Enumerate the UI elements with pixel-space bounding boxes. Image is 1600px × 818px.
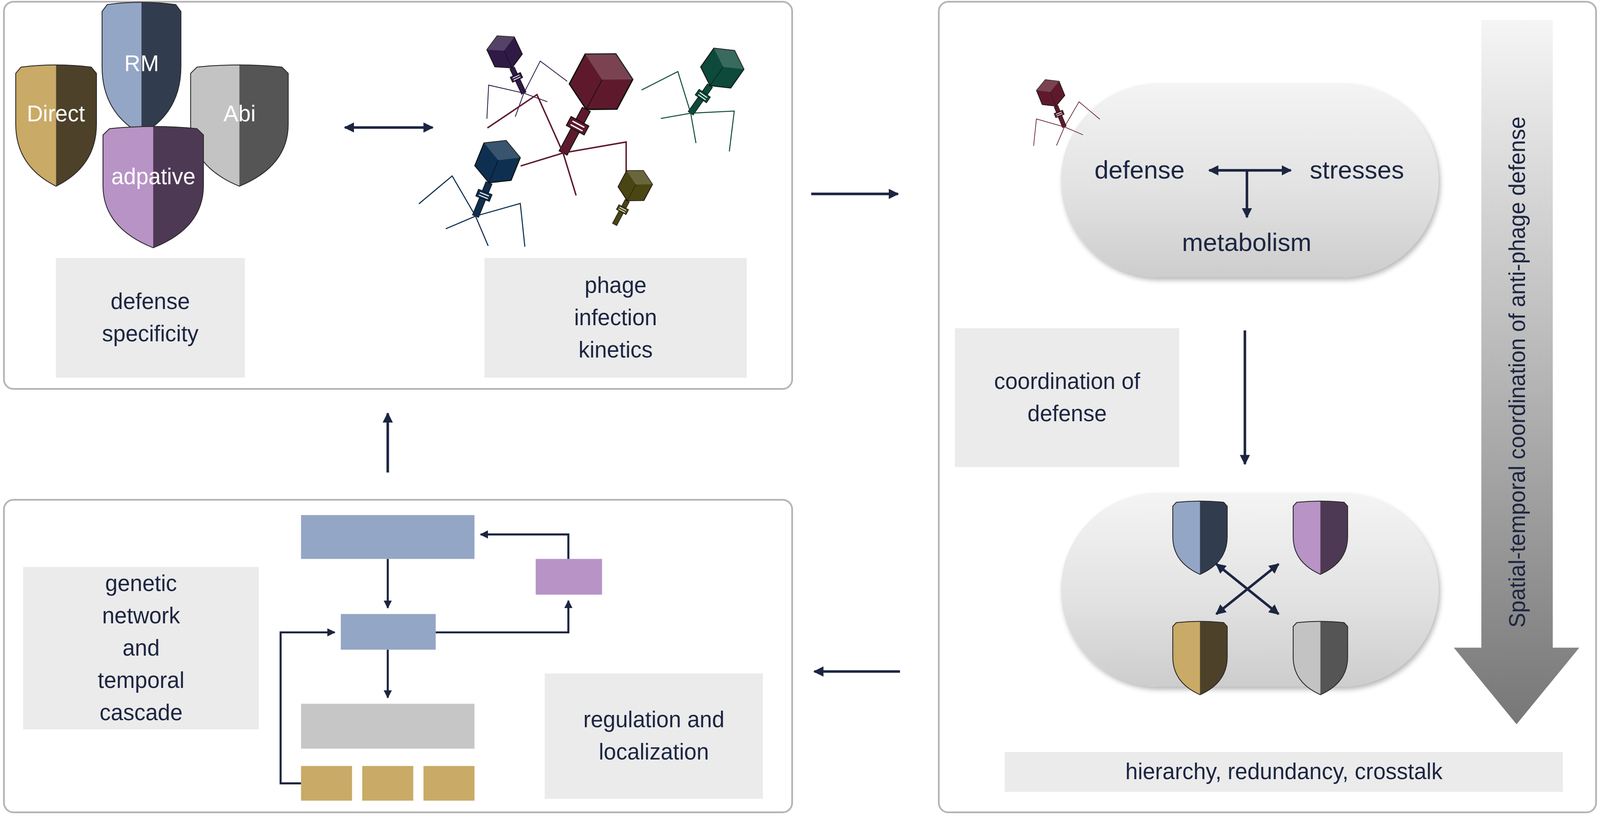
node-text: phage infection kinetics [545, 269, 686, 367]
arrow [280, 632, 335, 784]
gene-block [535, 558, 602, 595]
label-box: regulation and localization [544, 673, 763, 800]
double-arrow [1209, 168, 1291, 172]
node-text: defense specificity [96, 285, 205, 351]
arrow-shape [1453, 20, 1580, 725]
label-box: hierarchy, redundancy, crosstalk [1004, 751, 1563, 792]
node-text: Abi [186, 100, 293, 127]
shield-icon [1172, 501, 1228, 575]
phage-icon [1012, 66, 1103, 154]
arrow [1245, 170, 1249, 217]
gradient-arrow: Spatial-temporal coordination of anti-ph… [1453, 20, 1580, 725]
label-box: coordination of defense [954, 328, 1180, 467]
cell-shape [1060, 492, 1439, 687]
phage-icon [634, 19, 779, 162]
node-text: regulation and localization [575, 703, 733, 769]
label-box: phage infection kinetics [484, 257, 747, 378]
flow-arrow [386, 413, 390, 473]
shield-icon [1293, 501, 1348, 575]
panel-box: genetic network and temporal cascade regu… [3, 498, 794, 814]
cell-shape: defense stresses metabolism [1060, 83, 1439, 278]
text-holder: Spatial-temporal coordination of anti-ph… [1481, 20, 1553, 725]
gene-block [301, 515, 475, 559]
arrow [480, 534, 569, 559]
shield-icon [1172, 621, 1228, 695]
shield-icon [1293, 621, 1348, 695]
label-box: defense specificity [55, 257, 245, 378]
node-text: hierarchy, redundancy, crosstalk [1125, 755, 1443, 788]
arrow [386, 558, 389, 608]
node-text: stresses [1309, 154, 1405, 184]
node-text: genetic network and temporal cascade [84, 567, 199, 729]
node-text: Spatial-temporal coordination of anti-ph… [1504, 116, 1531, 628]
shield-shape [12, 62, 100, 190]
phage-icon [601, 163, 656, 232]
phage-icon [414, 119, 560, 259]
label-box: genetic network and temporal cascade [23, 566, 259, 730]
shield-icon: adpative [98, 124, 208, 251]
shield-icon: Direct [12, 62, 100, 190]
gene-block [301, 703, 475, 749]
node-text: Direct [12, 100, 100, 127]
node-text: defense [1094, 154, 1185, 184]
gene-block [301, 765, 353, 801]
gene-block [423, 765, 475, 801]
double-arrow [1216, 563, 1279, 614]
flow-arrow [814, 669, 900, 673]
phage-icon [456, 17, 572, 128]
arrow [386, 649, 389, 698]
panel-box: Direct RMAbi adpative defense specificity ph… [3, 0, 794, 390]
flow-arrow [811, 192, 899, 196]
node-text: metabolism [1181, 226, 1312, 257]
node-text: coordination of defense [985, 365, 1149, 430]
network-arrows [280, 534, 569, 783]
arrow [435, 600, 569, 632]
gene-block [362, 765, 414, 801]
node-text: adpative [98, 163, 208, 189]
panel-box: defense stresses metabolism coordination of… [937, 0, 1597, 814]
double-arrow [1216, 563, 1279, 614]
node-text: RM [98, 50, 185, 76]
double-arrow [344, 126, 433, 129]
gene-block [340, 614, 436, 650]
phage-icon [478, 17, 685, 218]
shield-icon: RM [98, 0, 185, 138]
flow-arrow [1243, 330, 1247, 464]
